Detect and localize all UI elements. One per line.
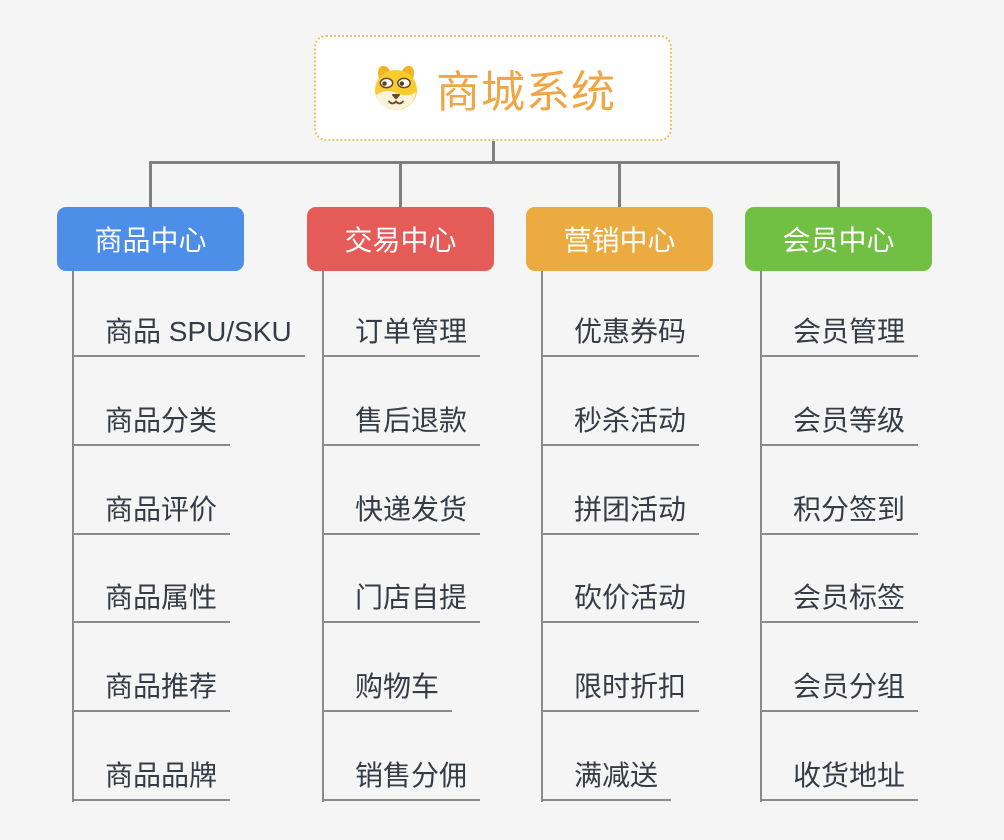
- connector-drop-marketing-center: [618, 161, 621, 208]
- branch-child-connector-line: [322, 271, 324, 802]
- branch-topic-product-center[interactable]: 商品中心: [57, 207, 244, 271]
- connector-drop-product-center: [149, 161, 152, 208]
- subtopic-label: 购物车: [355, 671, 440, 702]
- subtopic-label: 订单管理: [355, 316, 468, 347]
- subtopic-label: 商品品牌: [105, 760, 218, 791]
- subtopic-bargain-activity[interactable]: 砍价活动: [541, 577, 700, 623]
- subtopic-product-category[interactable]: 商品分类: [72, 400, 231, 446]
- branch-label: 商品中心: [94, 225, 207, 256]
- branch-label: 会员中心: [782, 225, 895, 256]
- root-topic[interactable]: 商城系统: [314, 35, 672, 141]
- subtopic-points-checkin[interactable]: 积分签到: [760, 489, 919, 535]
- subtopic-label: 砍价活动: [574, 582, 687, 613]
- subtopic-label: 售后退款: [355, 405, 468, 436]
- subtopic-member-level[interactable]: 会员等级: [760, 400, 919, 446]
- subtopic-time-limited-discount[interactable]: 限时折扣: [541, 666, 700, 712]
- subtopic-product-attribute[interactable]: 商品属性: [72, 577, 231, 623]
- subtopic-label: 积分签到: [793, 494, 906, 525]
- branch-label: 营销中心: [563, 225, 676, 256]
- subtopic-express-delivery[interactable]: 快递发货: [322, 489, 481, 535]
- subtopic-shipping-address[interactable]: 收货地址: [760, 755, 919, 801]
- connector-root-stem: [492, 140, 495, 162]
- branch-topic-trade-center[interactable]: 交易中心: [307, 207, 494, 271]
- subtopic-label: 拼团活动: [574, 494, 687, 525]
- subtopic-label: 销售分佣: [355, 760, 468, 791]
- subtopic-store-pickup[interactable]: 门店自提: [322, 577, 481, 623]
- subtopic-label: 商品分类: [105, 405, 218, 436]
- subtopic-label: 快递发货: [355, 494, 468, 525]
- subtopic-label: 会员等级: [793, 405, 906, 436]
- subtopic-coupon-code[interactable]: 优惠券码: [541, 311, 700, 357]
- subtopic-full-reduction[interactable]: 满减送: [541, 755, 672, 801]
- connector-horizontal-bus: [149, 161, 840, 164]
- subtopic-label: 商品 SPU/SKU: [105, 316, 292, 347]
- subtopic-product-spu-sku[interactable]: 商品 SPU/SKU: [72, 311, 305, 357]
- subtopic-label: 商品属性: [105, 582, 218, 613]
- subtopic-product-review[interactable]: 商品评价: [72, 489, 231, 535]
- subtopic-flash-sale[interactable]: 秒杀活动: [541, 400, 700, 446]
- subtopic-label: 收货地址: [793, 760, 906, 791]
- subtopic-label: 限时折扣: [574, 671, 687, 702]
- subtopic-member-groups[interactable]: 会员分组: [760, 666, 919, 712]
- subtopic-after-sales-refund[interactable]: 售后退款: [322, 400, 481, 446]
- subtopic-label: 会员分组: [793, 671, 906, 702]
- connector-drop-member-center: [837, 161, 840, 208]
- subtopic-label: 门店自提: [355, 582, 468, 613]
- subtopic-label: 会员标签: [793, 582, 906, 613]
- subtopic-sales-commission[interactable]: 销售分佣: [322, 755, 481, 801]
- branch-topic-member-center[interactable]: 会员中心: [745, 207, 932, 271]
- subtopic-product-recommend[interactable]: 商品推荐: [72, 666, 231, 712]
- branch-child-connector-line: [72, 271, 74, 802]
- branch-topic-marketing-center[interactable]: 营销中心: [526, 207, 713, 271]
- subtopic-label: 满减送: [574, 760, 659, 791]
- subtopic-label: 商品推荐: [105, 671, 218, 702]
- subtopic-group-buying[interactable]: 拼团活动: [541, 489, 700, 535]
- branch-child-connector-line: [541, 271, 543, 802]
- subtopic-label: 会员管理: [793, 316, 906, 347]
- subtopic-shopping-cart[interactable]: 购物车: [322, 666, 453, 712]
- subtopic-label: 商品评价: [105, 494, 218, 525]
- branch-child-connector-line: [760, 271, 762, 802]
- branch-label: 交易中心: [344, 225, 457, 256]
- subtopic-product-brand[interactable]: 商品品牌: [72, 755, 231, 801]
- root-title: 商城系统: [436, 68, 616, 117]
- dog-icon: [375, 65, 417, 110]
- subtopic-label: 优惠券码: [574, 316, 687, 347]
- subtopic-member-management[interactable]: 会员管理: [760, 311, 919, 357]
- subtopic-member-tags[interactable]: 会员标签: [760, 577, 919, 623]
- connector-drop-trade-center: [399, 161, 402, 208]
- subtopic-order-management[interactable]: 订单管理: [322, 311, 481, 357]
- subtopic-label: 秒杀活动: [574, 405, 687, 436]
